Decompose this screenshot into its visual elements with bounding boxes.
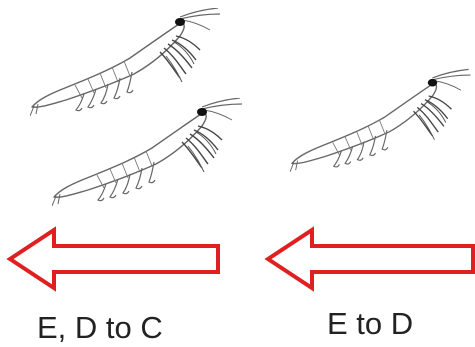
left-arrow-icon — [4, 224, 220, 294]
label-e-d-to-c: E, D to C — [37, 312, 163, 343]
krill-illustration-right — [290, 64, 475, 184]
right-group-arrow-icon — [262, 224, 475, 294]
krill-illustration-bottom-left — [52, 98, 252, 213]
label-e-to-d: E to D — [327, 308, 413, 339]
